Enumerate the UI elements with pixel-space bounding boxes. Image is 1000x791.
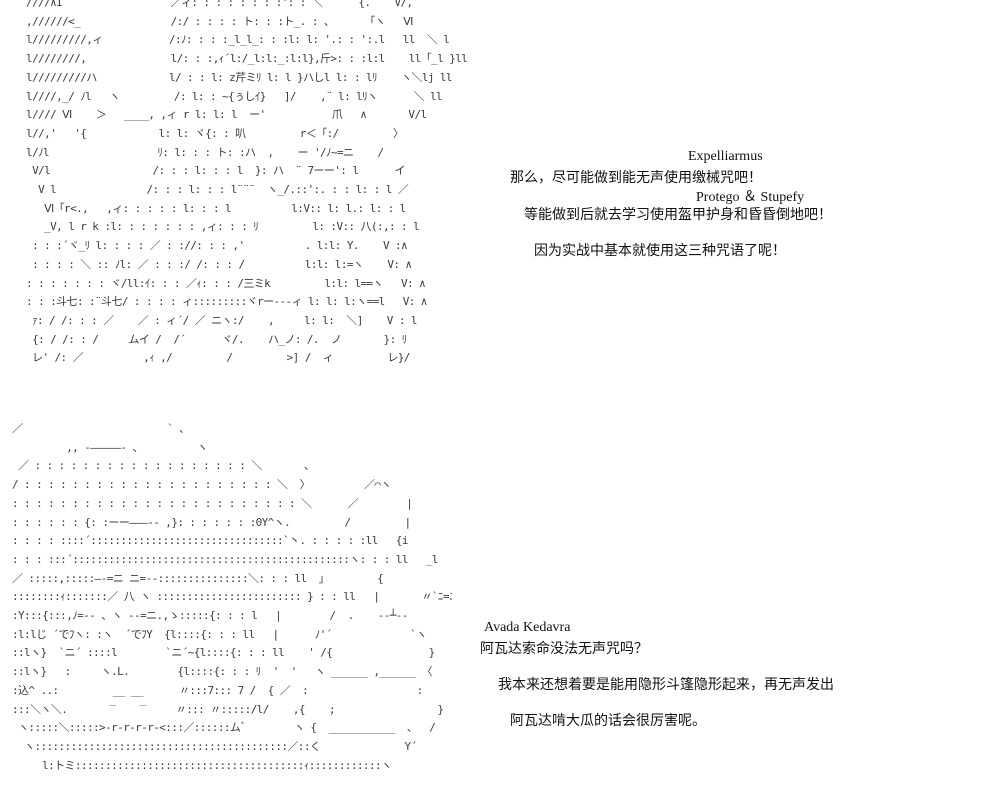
dialog-line-top-1: 那么，尽可能做到能无声使用缴械咒吧！ (510, 170, 762, 186)
dialog-line-bottom-3: 阿瓦达啃大瓜的话会很厉害呢。 (510, 713, 706, 729)
ascii-art-character-bottom: ／ ` 、 ,, -―――――- 、 ヽ ／ : : : : : : : : :… (12, 422, 452, 770)
spell-name-expelliarmus: Expelliarmus (688, 149, 763, 164)
dialog-line-bottom-2: 我本来还想着要是能用隐形斗篷隐形起来，再无声发出 (498, 677, 834, 693)
spell-name-avada-kedavra: Avada Kedavra (484, 620, 571, 635)
dialog-line-top-2: 等能做到后就去学习使用盔甲护身和昏昏倒地吧！ (524, 207, 832, 223)
dialog-line-top-3: 因为实战中基本就使用这三种咒语了呢！ (534, 243, 786, 259)
dialog-line-bottom-1: 阿瓦达索命没法无声咒吗？ (480, 641, 648, 657)
ascii-art-character-top: ////∧I ／ィ: : : : : : : :': : ＼ {. V/, ,/… (26, 0, 468, 365)
spell-name-protego-stupefy: Protego ＆ Stupefy (696, 190, 805, 205)
